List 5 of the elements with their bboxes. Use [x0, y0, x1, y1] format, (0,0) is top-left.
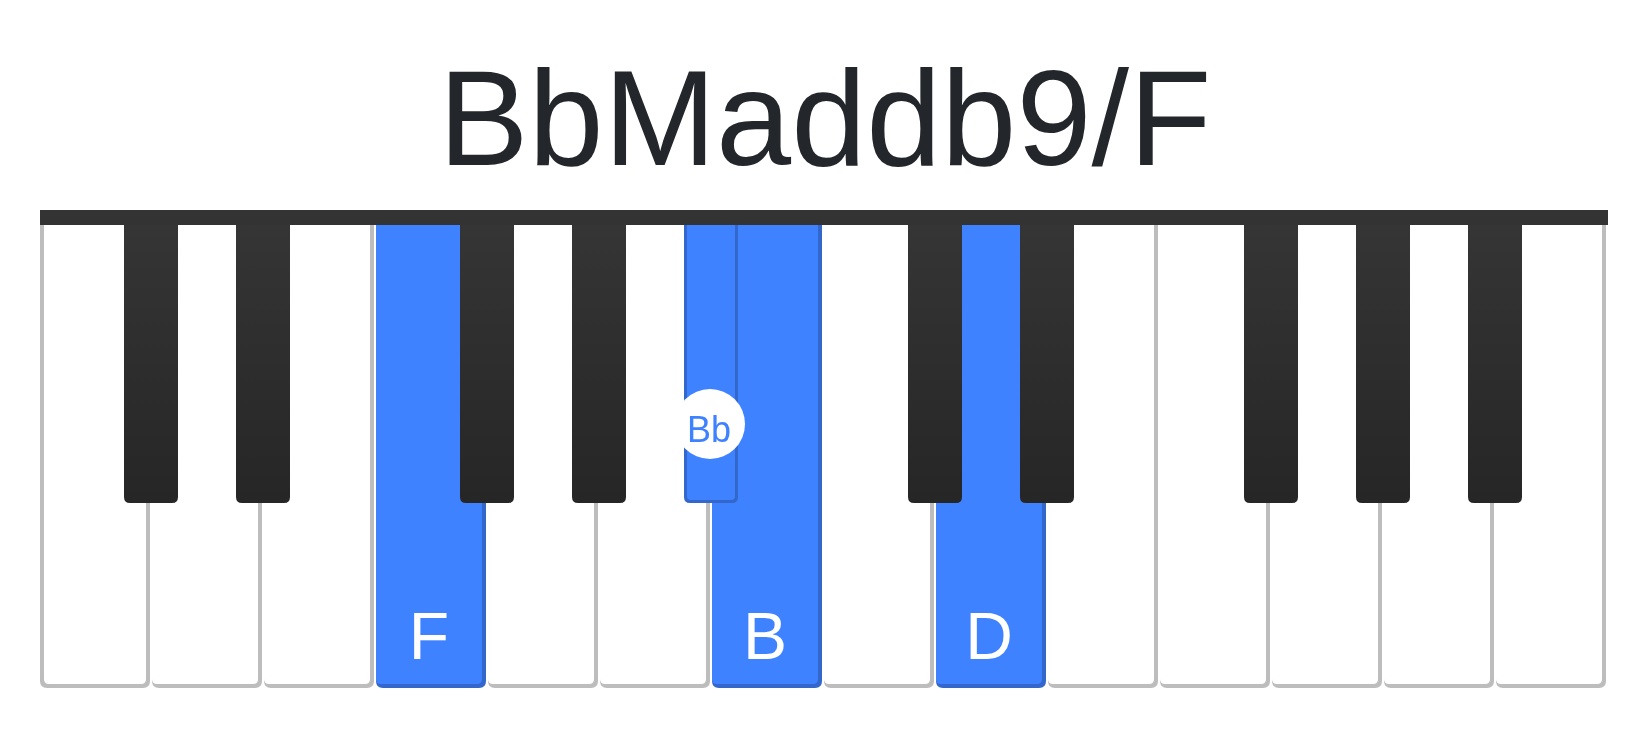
note-label: B	[743, 603, 787, 669]
chord-title: BbMaddb9/F	[438, 51, 1212, 186]
note-label: F	[408, 603, 450, 669]
note-label: D	[965, 603, 1013, 669]
note-label: Bb	[687, 412, 731, 448]
